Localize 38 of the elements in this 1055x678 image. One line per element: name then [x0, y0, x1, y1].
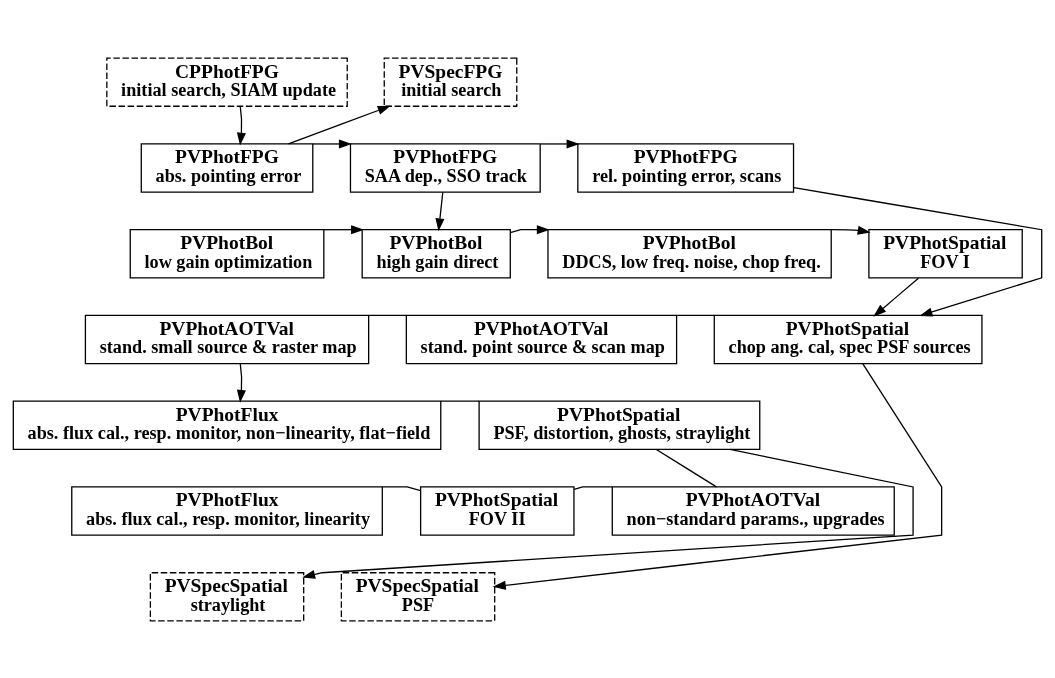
- arrow: [509, 224, 550, 234]
- node-box: PVPhotBol high gain direct: [361, 228, 511, 278]
- node-box: PVPhotFlux abs. flux cal., resp. monitor, linearity: [71, 485, 383, 536]
- node-box: PVPhotAOTVal stand. small source & raster map: [84, 314, 370, 364]
- arrow: [302, 448, 914, 579]
- arrow: [873, 277, 920, 317]
- node-box: PVPhotBol DDCS, low freq. noise, chop freq.: [547, 228, 832, 278]
- arrow: [539, 138, 580, 148]
- node-box: CPPhotFPG initial search, SIAM update: [106, 57, 348, 107]
- node-box: PVPhotFPG abs. pointing error: [140, 142, 314, 193]
- node-box: PVPhotFlux abs. flux cal., resp. monitor, non−linearity, flat−field: [12, 400, 442, 450]
- connector: [440, 400, 480, 402]
- connector: [676, 314, 715, 316]
- node-box: PVSpecFPG initial search: [383, 57, 518, 107]
- arrow: [492, 362, 943, 590]
- node-box: PVPhotFPG rel. pointing error, scans: [577, 142, 795, 193]
- node-box: PVPhotSpatial PSF, distortion, ghosts, straylight: [478, 400, 761, 450]
- node-box: PVPhotSpatial FOV II: [420, 485, 575, 536]
- arrow: [287, 105, 391, 144]
- node-box: PVSpecSpatial straylight: [149, 571, 305, 621]
- arrow: [435, 191, 445, 231]
- arrow: [236, 105, 246, 146]
- arrow: [830, 225, 871, 235]
- connector: [655, 448, 718, 487]
- arrow: [793, 186, 1043, 316]
- connector: [381, 485, 422, 491]
- node-box: PVPhotSpatial chop ang. cal, spec PSF sources: [713, 314, 983, 364]
- node-box: PVSpecSpatial PSF: [340, 571, 496, 621]
- node-box: PVPhotAOTVal stand. point source & scan map: [405, 314, 678, 364]
- connector: [573, 485, 613, 490]
- node-box: PVPhotFPG SAA dep., SSO track: [349, 142, 541, 193]
- node-box: PVPhotSpatial FOV I: [868, 228, 1023, 278]
- node-box: PVPhotBol low gain optimization: [129, 228, 325, 278]
- arrow: [236, 362, 246, 403]
- arrow: [312, 138, 352, 148]
- arrow: [323, 224, 365, 234]
- node-box: PVPhotAOTVal non−standard params., upgrades: [611, 485, 895, 536]
- connector: [368, 314, 407, 316]
